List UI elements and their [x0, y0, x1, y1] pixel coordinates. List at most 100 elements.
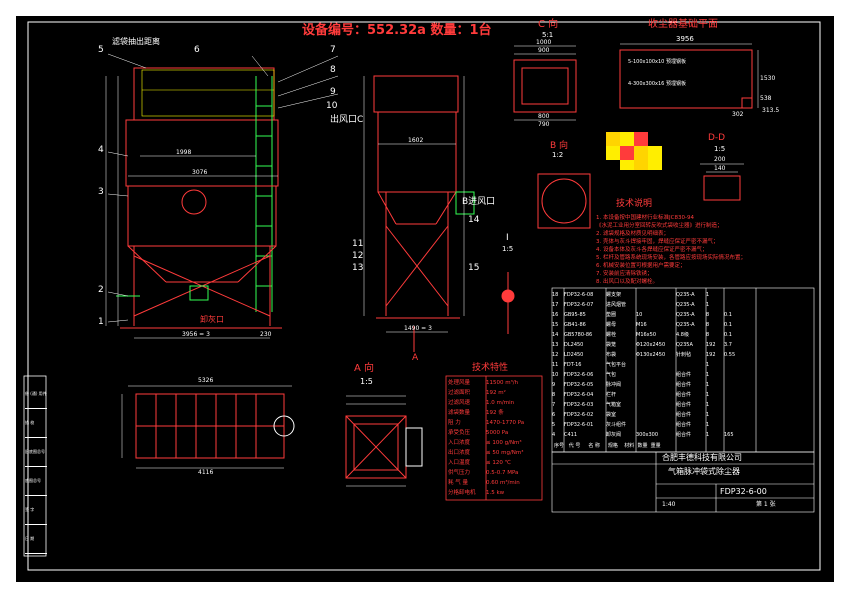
tech-spec-row: 入口浓度≤ 100 g/Nm³: [448, 438, 542, 448]
parts-cell: 1: [706, 302, 710, 308]
parts-cell: 1: [706, 382, 710, 388]
b-view-drawing: [537, 173, 591, 229]
tech-note-item: 7. 安装前应清除铁锈；: [596, 271, 653, 277]
front-elevation: [105, 53, 339, 339]
parts-cell: [636, 300, 676, 310]
callout-12: 12: [352, 251, 364, 261]
parts-cell: 4.8级: [676, 332, 689, 338]
parts-cell: [636, 400, 676, 410]
drawing-number: FDP32-6-00: [720, 487, 767, 496]
parts-header-col-4: 材料: [624, 443, 635, 449]
tech-spec-key: 出口浓度: [448, 450, 471, 456]
parts-cell: FDP32-6-02: [564, 412, 594, 418]
parts-cell: 0.55: [724, 352, 736, 358]
parts-cell: 14: [552, 332, 559, 338]
dd-dim-140: 140: [714, 165, 726, 172]
parts-cell: [724, 400, 756, 410]
parts-cell: [676, 360, 706, 370]
parts-cell: [636, 290, 676, 300]
foundation-width-dim: 3956: [676, 35, 694, 43]
parts-cell: 进风烟管: [606, 302, 627, 308]
parts-cell: 组合件: [676, 412, 692, 418]
dd-dim-200: 200: [714, 156, 726, 163]
parts-cell: 针刺毡: [676, 352, 692, 358]
title-block-grid: [551, 451, 815, 513]
parts-cell: 组合件: [676, 422, 692, 428]
parts-cell: GB41-86: [564, 322, 586, 328]
callout-8: 8: [330, 65, 336, 75]
dd-view-drawing: [700, 163, 744, 201]
parts-cell: Φ130x2450: [636, 352, 666, 358]
parts-cell: 11: [552, 362, 559, 368]
tech-spec-value: ≤ 120 ℃: [486, 460, 511, 466]
parts-cell: [724, 380, 756, 390]
tech-spec-key: 耗 气 量: [448, 480, 468, 486]
parts-cell: 螺支架: [606, 292, 622, 298]
dim-1602: 1602: [408, 137, 424, 144]
tech-spec-value: ≤ 50 mg/Nm³: [486, 450, 524, 456]
parts-cell: 1: [706, 362, 710, 368]
parts-cell: 8: [706, 322, 710, 328]
parts-cell: 布袋: [606, 352, 617, 358]
parts-cell: 5: [552, 422, 556, 428]
parts-cell: 1: [706, 402, 710, 408]
tech-spec-key: 处理风量: [448, 380, 471, 386]
parts-cell: 10: [636, 312, 643, 318]
callout-15: 15: [468, 263, 480, 273]
parts-cell: 1: [706, 412, 710, 418]
callout-7: 7: [330, 45, 336, 55]
tech-spec-key: 分格卸电机: [448, 490, 476, 496]
parts-cell: 8: [706, 332, 710, 338]
parts-cell: 15: [552, 322, 559, 328]
tech-spec-key: 供气压力: [448, 470, 471, 476]
c-view-scale: 5:1: [542, 31, 554, 39]
dim-c-900: 900: [538, 47, 550, 54]
stamp-cell: 借 (通) 用件登记: [25, 380, 47, 409]
stamp-cell: 旧底图总号: [25, 438, 47, 467]
dim-3076: 3076: [192, 169, 208, 176]
foundation-dim-left: 538: [760, 95, 772, 102]
parts-cell: [636, 370, 676, 380]
cad-sheet: 设备编号：552.32a 数量：1台 5 6 4 3 2 1 7 8 9 10 …: [16, 16, 834, 582]
drawing-scale: 1:40: [662, 501, 676, 508]
dim-c-790: 790: [538, 121, 550, 128]
i-view-title: I: [506, 233, 509, 243]
tech-notes-title: 技术说明: [616, 199, 653, 209]
tech-note-item: 《水泥工业用分室回转反吹式袋收尘器》进行制造；: [596, 223, 723, 229]
parts-cell: FDP32-6-08: [564, 292, 594, 298]
parts-cell: Q235-A: [676, 312, 695, 318]
parts-cell: 17: [552, 302, 559, 308]
tech-spec-key: 入口温度: [448, 460, 471, 466]
parts-cell: 192: [706, 342, 716, 348]
parts-cell: 卸灰阀: [606, 432, 622, 438]
tech-note-item: 6. 机械安装位置可根据用户需要定；: [596, 263, 686, 269]
parts-cell: M16: [636, 322, 647, 328]
parts-cell: 3.7: [724, 342, 732, 348]
callout-13: 13: [352, 263, 364, 273]
parts-cell: FDP32-6-07: [564, 302, 594, 308]
tech-spec-key: 过滤风速: [448, 400, 471, 406]
foundation-note-1: 5-100x100x10 预埋钢板: [628, 59, 686, 65]
c-view-drawing: [513, 45, 577, 121]
dd-view-title: D-D: [708, 133, 726, 143]
parts-cell: GB5780-86: [564, 332, 593, 338]
tech-spec-row: 出口浓度 ≤ 50 mg/Nm³: [448, 448, 542, 458]
callout-4: 4: [98, 145, 104, 155]
callout-14: 14: [468, 215, 480, 225]
foundation-dim-right-2: 313.5: [762, 107, 780, 114]
parts-cell: 192: [706, 352, 716, 358]
label-inlet-b: B进风口: [462, 197, 496, 207]
